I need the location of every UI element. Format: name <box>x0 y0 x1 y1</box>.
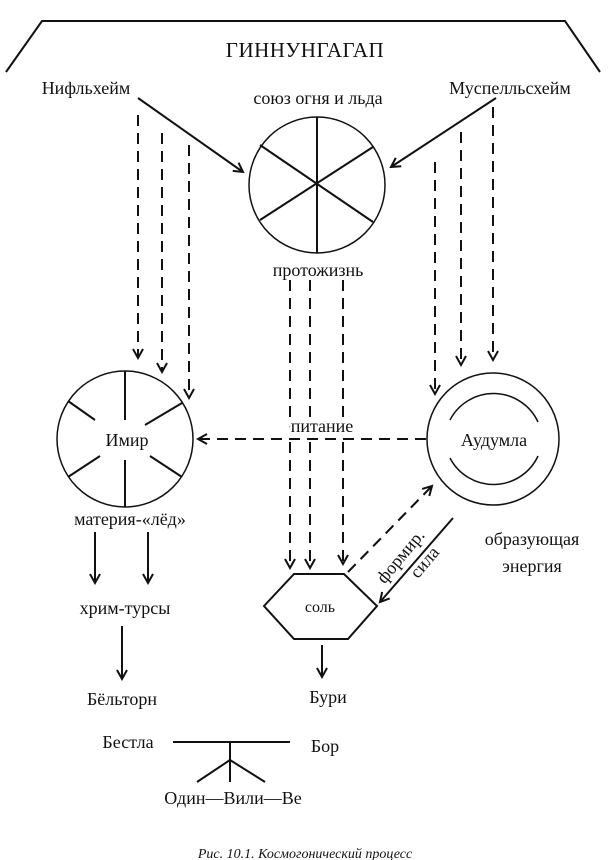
niflheim-label: Нифльхейм <box>42 78 131 98</box>
audumla-circle <box>426 372 560 506</box>
salt-label: соль <box>305 599 335 616</box>
forming-energy-label: образующая <box>485 529 579 549</box>
ymir-label: Имир <box>105 430 148 450</box>
ginnungagap-bracket <box>5 20 601 73</box>
sons-label: Один—Вили—Ве <box>164 788 301 808</box>
protolife-label: протожизнь <box>273 260 364 280</box>
title: ГИННУНГАГАП <box>226 38 384 62</box>
frost-giants-label: хрим-турсы <box>80 598 171 618</box>
niflheim-arrow <box>137 97 243 172</box>
figure-caption: Рис. 10.1. Космогонический процесс <box>197 847 413 860</box>
bolthorn-label: Бёльторн <box>87 689 157 709</box>
buri-label: Бури <box>309 687 347 707</box>
union-label: союз огня и льда <box>253 88 382 108</box>
bestla-label: Бестла <box>102 732 153 752</box>
union-circle <box>248 116 386 254</box>
muspelheim-arrow <box>391 97 497 167</box>
salt-hexagon <box>262 573 379 640</box>
forming-force-arrow <box>380 517 454 602</box>
muspelheim-label: Муспелльсхейм <box>449 78 571 98</box>
ymir-circle <box>56 370 194 508</box>
nourishment-label: питание <box>291 416 354 436</box>
matter-ice-label: материя-«лёд» <box>74 509 186 529</box>
salt-to-audumla-arrow <box>347 486 432 573</box>
audumla-label: Аудумла <box>461 430 527 450</box>
genealogy-lines <box>173 741 290 783</box>
bor-label: Бор <box>311 736 339 756</box>
forming-energy-label: энергия <box>502 556 562 576</box>
